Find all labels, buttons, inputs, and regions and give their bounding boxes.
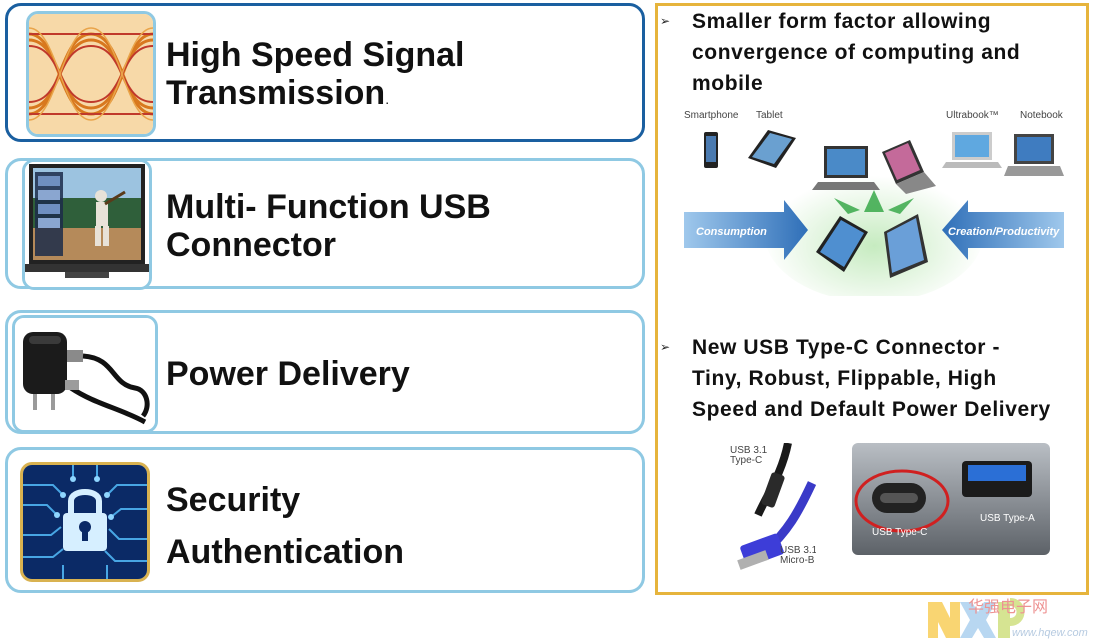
bullet-arrow-icon: ➢: [660, 14, 671, 28]
eye-diagram-image: [26, 11, 156, 137]
svg-text:USB 3.1: USB 3.1: [780, 545, 816, 556]
point-type-c: New USB Type-C Connector - Tiny, Robust,…: [692, 336, 1051, 421]
convergence-arrows: [834, 190, 914, 214]
ultrabook-icon: [942, 132, 1002, 168]
watermark-url: www.hqew.com: [1012, 627, 1088, 639]
feature-card-security: Security Authentication: [5, 447, 645, 593]
laptop-icon: [812, 146, 880, 190]
usb-typec-port-label: USB Type-C: [872, 527, 927, 538]
svg-text:Consumption: Consumption: [696, 226, 767, 238]
feature-label-multi-function: Multi- Function USB Connector: [166, 188, 491, 264]
usb-typea-port-label: USB Type-A: [980, 513, 1035, 524]
usb-ports-figure: USB Type-C USB Type-A: [852, 443, 1050, 555]
svg-text:Micro-B: Micro-B: [780, 555, 815, 566]
svg-text:USB 3.1: USB 3.1: [730, 445, 768, 456]
feature-label-power-delivery: Power Delivery: [166, 355, 410, 393]
label-smartphone: Smartphone: [684, 110, 739, 121]
right-panel: ➢ Smaller form factor allowing convergen…: [655, 3, 1089, 595]
feature-label-high-speed: High Speed Signal Transmission.: [166, 36, 465, 112]
feature-label-security: Security Authentication: [166, 481, 404, 571]
nxp-logo-icon: [928, 598, 1025, 638]
svg-text:Type-C: Type-C: [730, 455, 762, 466]
svg-text:Creation/Productivity: Creation/Productivity: [948, 226, 1060, 238]
padlock-circuit-image: [20, 462, 150, 582]
feature-card-power-delivery: Power Delivery: [5, 310, 645, 434]
notebook-icon: [1004, 134, 1064, 176]
devices-convergence-figure: Smartphone Tablet Ultrabook™ Notebook: [684, 102, 1064, 302]
smartphone-icon: [704, 132, 718, 168]
creation-arrow: Creation/Productivity: [942, 200, 1064, 260]
tablet-icon: [748, 130, 796, 168]
tv-monitor-image: [22, 159, 152, 290]
feature-card-multi-function: Multi- Function USB Connector: [5, 158, 645, 290]
label-tablet: Tablet: [756, 110, 783, 121]
usb-cable-figure: USB 3.1 Type-C USB 3.1 Micro-B: [728, 442, 818, 583]
watermark-text: 华强电子网: [968, 597, 1048, 616]
point-form-factor: Smaller form factor allowing convergence…: [692, 10, 1021, 95]
bullet-arrow-icon: ➢: [660, 340, 671, 354]
watermark-logo: 华强电子网 www.hqew.com: [924, 588, 1098, 642]
label-ultrabook: Ultrabook™: [946, 110, 999, 121]
charger-image: [12, 315, 158, 433]
hybrid-tablet-icon: [816, 216, 868, 272]
consumption-arrow: Consumption: [684, 200, 808, 260]
hybrid-laptop-icon: [884, 214, 928, 278]
convertible-icon: [882, 140, 936, 194]
label-notebook: Notebook: [1020, 110, 1064, 121]
feature-card-high-speed: High Speed Signal Transmission.: [5, 3, 645, 142]
